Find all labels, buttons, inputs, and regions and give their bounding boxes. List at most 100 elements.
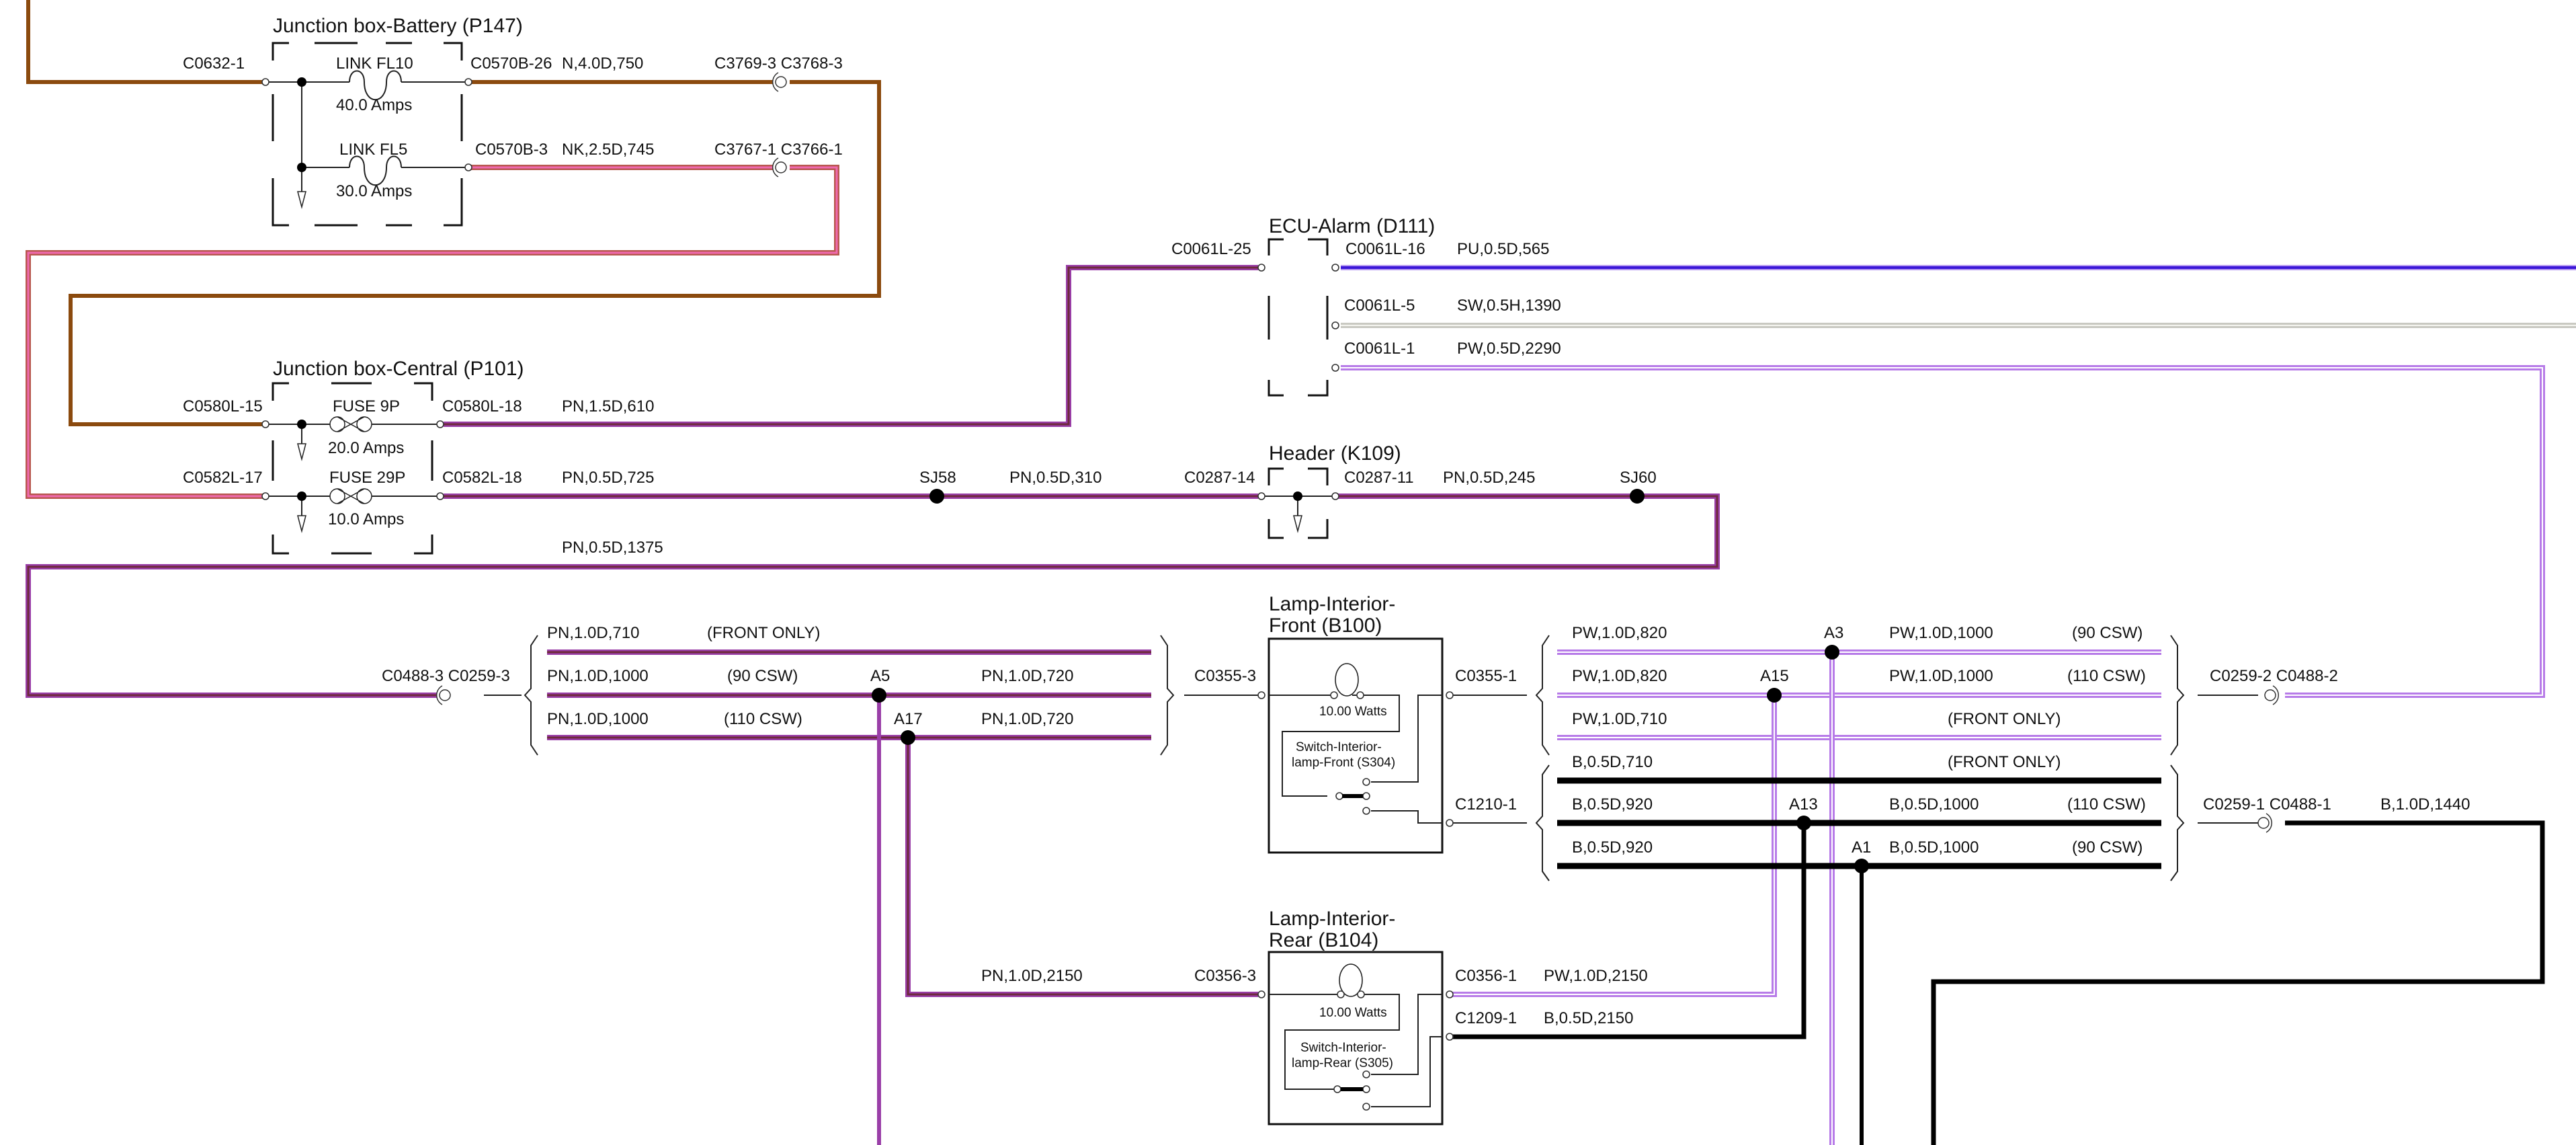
- wire-n-4-0d-2840[interactable]: [69, 80, 881, 426]
- inline-connector-icon[interactable]: [772, 72, 787, 92]
- ground-arrow-icon: [297, 443, 306, 461]
- splice-a5[interactable]: [872, 688, 886, 703]
- pin-label: C0632-1: [183, 54, 245, 73]
- connector-pin-icon[interactable]: [1331, 492, 1339, 500]
- jb-battery-bus: [269, 81, 470, 195]
- junction-box-central[interactable]: Junction box-Central (P101) C0580L-15 FU…: [183, 358, 663, 557]
- fuse-rating: 30.0 Amps: [336, 182, 412, 200]
- lamp-rear-box: [1268, 951, 1444, 1126]
- variant-label: (110 CSW): [2067, 795, 2146, 814]
- inline-connector-icon[interactable]: [772, 157, 787, 177]
- jb-battery-title: Junction box-Battery (P147): [273, 15, 523, 37]
- lamp-wattage: 10.00 Watts: [1319, 1006, 1387, 1020]
- wire-label: B,0.5D,1000: [1889, 795, 1979, 814]
- lamp-interior-rear[interactable]: Lamp-Interior- Rear (B104) 10.00 Watts S…: [981, 908, 1648, 1126]
- switch-contact-icon[interactable]: [1341, 1087, 1363, 1091]
- fuse-rating: 20.0 Amps: [328, 439, 404, 457]
- connector-pin-icon[interactable]: [436, 492, 444, 500]
- splice-label: A15: [1760, 667, 1789, 685]
- wire-label: PW,1.0D,2150: [1544, 967, 1648, 985]
- connector-pin-icon[interactable]: [1331, 364, 1339, 372]
- header-outline: [1268, 467, 1329, 539]
- pin-label: C0580L-18: [442, 397, 522, 416]
- splice-a17[interactable]: [901, 730, 915, 745]
- lamp-bulb-icon: [1335, 663, 1359, 697]
- connector-pin-icon[interactable]: [1257, 264, 1265, 272]
- wire-label: B,0.5D,1000: [1889, 838, 1979, 857]
- wire-label: PW,1.0D,820: [1572, 667, 1667, 685]
- inline-connector-label: C0259-2 C0488-2: [2210, 667, 2338, 685]
- wire-stripe: [1341, 367, 2543, 696]
- splice-dot: [1293, 491, 1302, 501]
- lamp-rear-title-2: Rear (B104): [1269, 929, 1378, 951]
- connector-pin-icon[interactable]: [464, 163, 472, 171]
- wire-label: PU,0.5D,565: [1457, 240, 1549, 258]
- connector-pin-icon[interactable]: [1446, 819, 1454, 827]
- wire-pn-0-5d-725[interactable]: [26, 493, 1720, 698]
- switch-terminal-icon: [1362, 1103, 1370, 1111]
- connector-pin-icon[interactable]: [261, 78, 269, 86]
- terminal-icon: [1357, 990, 1365, 998]
- connector-pin-icon[interactable]: [1446, 990, 1454, 998]
- pin-label: C0356-1: [1455, 967, 1517, 985]
- inline-connector-icon[interactable]: [2264, 685, 2279, 705]
- connector-pin-icon[interactable]: [436, 420, 444, 428]
- wire-label: SW,0.5H,1390: [1457, 297, 1561, 315]
- header-k109[interactable]: Header (K109) SJ58 PN,0.5D,310 C0287-14 …: [919, 442, 1657, 539]
- wire-b-1-0d-1440[interactable]: [1931, 820, 2545, 1145]
- connector-pin-icon[interactable]: [1446, 1033, 1454, 1041]
- wire-stripe: [27, 495, 1718, 697]
- ecu-alarm[interactable]: ECU-Alarm (D111) C0061L-25 C0061L-16 PU,…: [1171, 215, 1561, 397]
- left-bundle[interactable]: C0488-3 C0259-3 PN,1.0D,710 (FRONT ONLY)…: [382, 624, 1175, 756]
- inline-connector-icon[interactable]: [436, 685, 451, 705]
- splice-a13[interactable]: [1796, 816, 1811, 830]
- connector-pin-icon[interactable]: [1257, 990, 1265, 998]
- wire-pn-1-0d-2150[interactable]: [905, 738, 1258, 997]
- right-pw-bundle[interactable]: PW,1.0D,820 A3 PW,1.0D,1000 (90 CSW) PW,…: [1535, 624, 2338, 756]
- connector-pin-icon[interactable]: [1257, 691, 1265, 699]
- splice-label: A3: [1824, 624, 1843, 642]
- connector-pin-icon[interactable]: [1257, 492, 1265, 500]
- inline-connector-label: C3767-1 C3766-1: [714, 141, 843, 159]
- wire-b-0-5d-2150[interactable]: [1452, 823, 1806, 1039]
- splice-label: SJ58: [919, 469, 956, 487]
- fuse-name: FUSE 29P: [329, 469, 405, 487]
- wire-label: NK,2.5D,745: [562, 141, 654, 159]
- splice-a15[interactable]: [1767, 688, 1782, 703]
- inline-connector-icon[interactable]: [2257, 813, 2272, 833]
- lamp-interior-front[interactable]: Lamp-Interior- Front (B100) 10.00 Watts …: [1194, 593, 1517, 854]
- wire-label: PW,0.5D,2290: [1457, 340, 1561, 358]
- wire-n-battery-feed[interactable]: [26, 0, 263, 84]
- wire-label: PN,1.5D,610: [562, 397, 654, 416]
- right-b-bundle[interactable]: B,0.5D,710 (FRONT ONLY) B,0.5D,920 A13 B…: [1535, 753, 2470, 881]
- connector-pin-icon[interactable]: [261, 420, 269, 428]
- junction-box-battery[interactable]: Junction box-Battery (P147) LINK FL10 40…: [183, 15, 843, 227]
- splice-a1[interactable]: [1854, 859, 1869, 873]
- switch-contact-icon[interactable]: [1342, 794, 1363, 798]
- connector-pin-icon[interactable]: [1446, 691, 1454, 699]
- splice-label: A1: [1852, 838, 1871, 857]
- connector-pin-icon[interactable]: [464, 78, 472, 86]
- variant-label: (90 CSW): [2072, 838, 2143, 857]
- splice-dot: [297, 420, 306, 429]
- fuse-name: LINK FL10: [336, 54, 413, 73]
- connector-pin-icon[interactable]: [1331, 264, 1339, 272]
- connector-pin-icon[interactable]: [261, 492, 269, 500]
- pin-label: C1209-1: [1455, 1009, 1517, 1027]
- wire-pw-0-5d-2290[interactable]: [1341, 365, 2545, 698]
- pin-label: C0061L-16: [1345, 240, 1425, 258]
- ecu-alarm-outline: [1268, 238, 1329, 397]
- splice-sj58[interactable]: [929, 489, 944, 504]
- wire-label: PN,0.5D,725: [562, 469, 654, 487]
- splice-label: A5: [870, 667, 890, 685]
- splice-sj60[interactable]: [1630, 489, 1645, 504]
- connector-pin-icon[interactable]: [1331, 321, 1339, 329]
- switch-terminal-icon: [1362, 807, 1370, 815]
- splice-label: SJ60: [1620, 469, 1657, 487]
- wire-label: B,0.5D,710: [1572, 753, 1653, 771]
- wire-stripe: [1452, 695, 1775, 995]
- fuse-rating: 10.0 Amps: [328, 510, 404, 528]
- splice-a3[interactable]: [1825, 645, 1839, 660]
- inline-connector-label: C3769-3 C3768-3: [714, 54, 843, 73]
